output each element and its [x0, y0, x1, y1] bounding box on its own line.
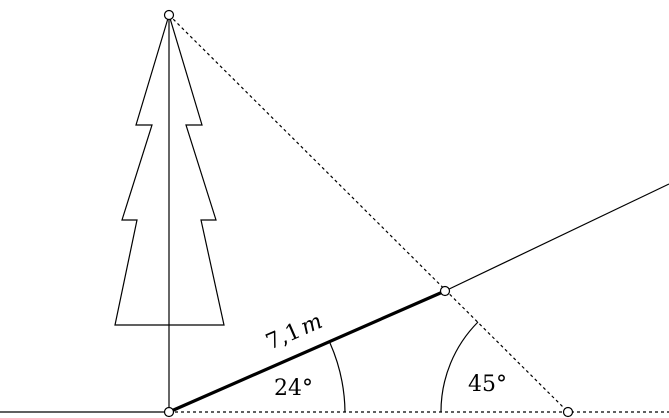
angle-arc-24 [329, 342, 346, 413]
ground-far-point [562, 406, 574, 418]
measured-distance-segment [167, 289, 447, 414]
angle-arc-45 [440, 321, 479, 413]
tree-base-point [163, 406, 175, 418]
slope-point [439, 285, 451, 297]
angle-label-45: 45° [468, 372, 507, 397]
angle-label-24: 24° [274, 376, 313, 401]
slope-line [444, 183, 669, 292]
tree-top-point [163, 9, 175, 21]
sight-line-dashed [168, 14, 569, 413]
distance-value: 7,1 [262, 319, 304, 356]
